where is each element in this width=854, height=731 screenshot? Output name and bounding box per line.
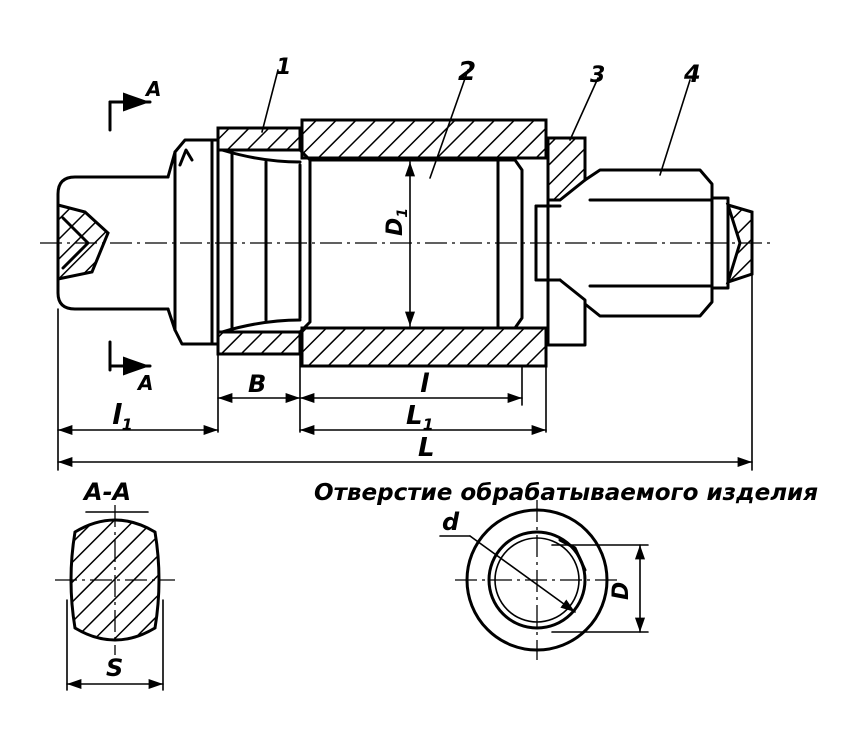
dim-label-l: l (420, 369, 430, 399)
section-a-a-view (55, 505, 175, 691)
hole-inner-circle (487, 530, 587, 630)
dim-label-L: L (418, 433, 435, 463)
position-label-4: 4 (683, 60, 701, 88)
section-mark-top: A (144, 77, 161, 101)
dim-label-D: D (609, 582, 634, 600)
sleeve-part-2-top (300, 118, 548, 160)
hole-caption: Отверстие обрабатываемого изделия (314, 480, 818, 506)
nut-part-3 (546, 136, 587, 202)
left-collar (166, 138, 220, 346)
ring-part-1-top (216, 126, 302, 152)
section-mark-bottom: A (136, 371, 153, 395)
position-label-1: 1 (276, 55, 291, 80)
dim-label-S: S (106, 654, 123, 682)
dim-label-D1: D1 (383, 208, 411, 236)
position-label-3: 3 (590, 63, 605, 88)
right-shank-part-4 (583, 168, 714, 318)
right-center-hole (725, 202, 754, 285)
position-label-2: 2 (458, 57, 476, 87)
dim-label-B: B (248, 370, 266, 398)
dim-label-L1: L1 (406, 401, 434, 434)
main-view (40, 69, 770, 471)
sleeve-part-2-bottom (300, 326, 548, 368)
dim-label-d: d (442, 508, 460, 536)
keyway (558, 538, 587, 572)
dimension-d (469, 535, 576, 613)
left-center-hole (56, 203, 110, 281)
workpiece-hole-view (439, 500, 649, 660)
section-title: A-A (82, 478, 131, 506)
dim-label-l1: l1 (112, 398, 133, 434)
ring-part-1-bottom (216, 330, 302, 356)
